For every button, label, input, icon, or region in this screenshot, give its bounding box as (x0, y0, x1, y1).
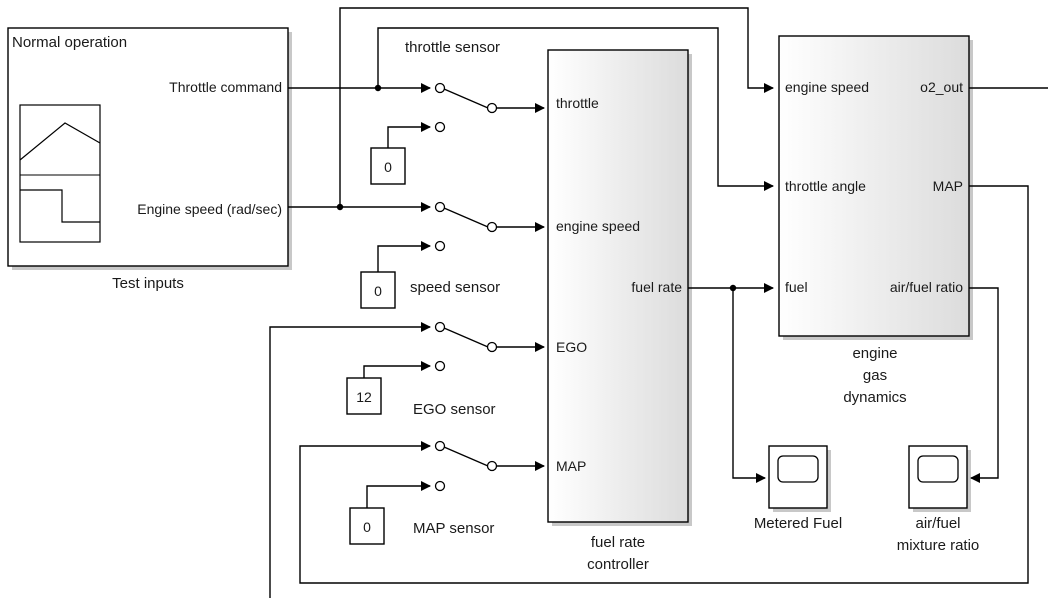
constant-block-throttle[interactable]: 0 (370, 147, 406, 185)
dynamics-port-throttle-angle: throttle angle (785, 178, 866, 194)
dynamics-port-fuel: fuel (785, 279, 808, 295)
controller-port-ego: EGO (556, 339, 587, 355)
constant-block-ego[interactable]: 12 (346, 377, 382, 415)
dynamics-caption-line3: dynamics (843, 389, 906, 406)
controller-port-map: MAP (556, 458, 586, 474)
test-inputs-caption: Test inputs (112, 275, 184, 292)
dynamics-caption-line2: gas (863, 367, 887, 384)
dynamics-port-af-ratio: air/fuel ratio (890, 279, 963, 295)
throttle-sensor-label: throttle sensor (405, 39, 500, 56)
constant-value: 0 (384, 159, 392, 175)
af-mixture-scope[interactable] (908, 445, 971, 512)
constant-block-speed[interactable]: 0 (360, 271, 396, 309)
switch-ego[interactable] (434, 321, 498, 372)
af-mixture-caption-line1: air/fuel (915, 515, 960, 532)
switch-throttle[interactable] (434, 82, 498, 133)
controller-caption-line1: fuel rate (591, 534, 645, 551)
speed-sensor-label: speed sensor (410, 279, 500, 296)
engine-gas-dynamics-block[interactable]: engine speed throttle angle fuel o2_out … (778, 35, 973, 340)
constant-value: 0 (363, 519, 371, 535)
dynamics-caption-line1: engine (852, 345, 897, 362)
signal-graph-icon (19, 104, 101, 243)
dynamics-port-engine-speed: engine speed (785, 79, 869, 95)
dynamics-port-map: MAP (933, 178, 963, 194)
constant-value: 12 (356, 389, 372, 405)
fuel-rate-controller-block[interactable]: throttle engine speed EGO MAP fuel rate (547, 49, 692, 526)
af-mixture-caption-line2: mixture ratio (897, 537, 980, 554)
metered-fuel-caption: Metered Fuel (754, 515, 842, 532)
signal-lines (269, 7, 1048, 598)
controller-caption-line2: controller (587, 556, 649, 573)
controller-port-engine-speed: engine speed (556, 218, 640, 234)
constant-block-map[interactable]: 0 (349, 507, 385, 545)
test-inputs-header: Normal operation (12, 34, 127, 51)
controller-port-fuel-rate: fuel rate (631, 279, 682, 295)
test-inputs-block[interactable]: Normal operation Throttle command Engine… (7, 27, 292, 270)
metered-fuel-scope[interactable] (768, 445, 831, 512)
throttle-command-port-label: Throttle command (169, 79, 282, 95)
ego-sensor-label: EGO sensor (413, 401, 496, 418)
engine-speed-port-label: Engine speed (rad/sec) (137, 201, 282, 217)
map-sensor-label: MAP sensor (413, 520, 494, 537)
switch-engine-speed[interactable] (434, 201, 498, 252)
dynamics-port-o2-out: o2_out (920, 79, 963, 95)
switch-map[interactable] (434, 440, 498, 492)
constant-value: 0 (374, 283, 382, 299)
controller-port-throttle: throttle (556, 95, 599, 111)
